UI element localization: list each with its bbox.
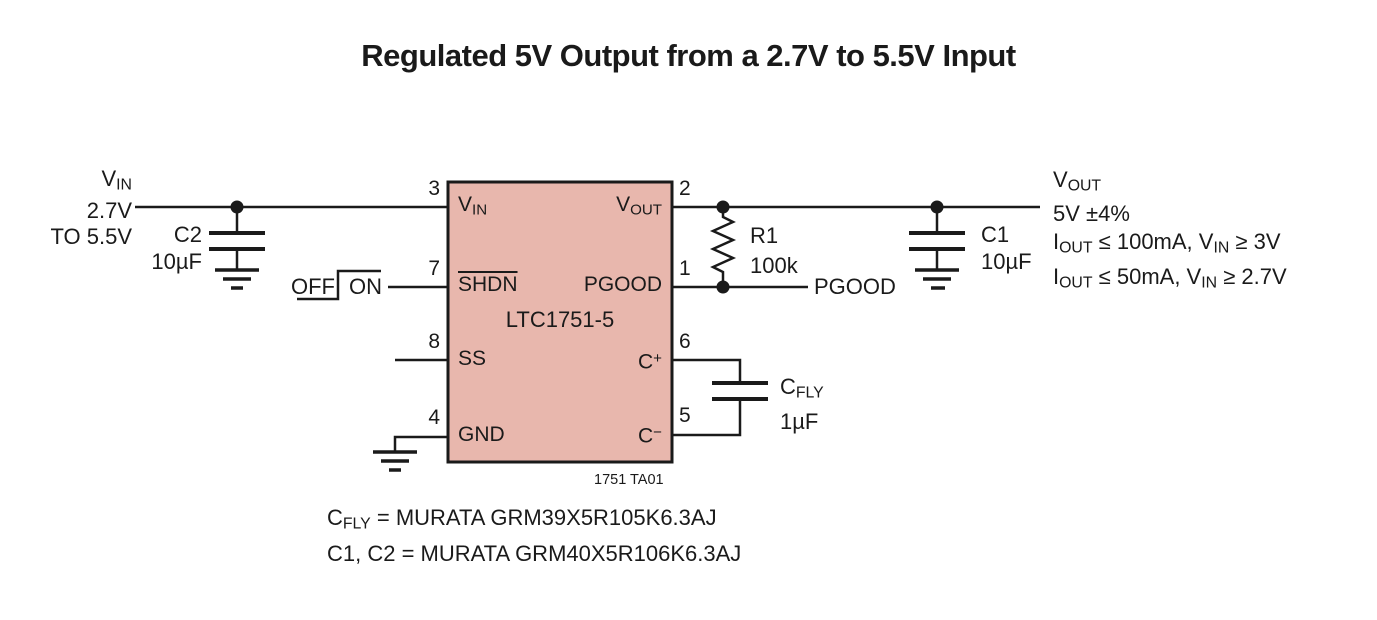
node-dot-vin-c2 (230, 200, 244, 214)
ic-pin-label-gnd: GND (458, 423, 505, 446)
ground-symbol-c2 (215, 268, 259, 290)
ic-pin-label-vout: VOUT (616, 193, 662, 219)
r1-name: R1 (750, 223, 779, 248)
note-c1-c2: C1, C2 = MURATA GRM40X5R106K6.3AJ (327, 541, 742, 567)
cfly-label: CFLY 1µF (780, 372, 824, 436)
note-cfly: CFLY = MURATA GRM39X5R105K6.3AJ (327, 505, 717, 533)
wire-cfly-leads (672, 358, 742, 437)
pin-number-6: 6 (679, 330, 691, 353)
off-label: OFF (291, 274, 335, 299)
vout-tolerance: 5V ±4% (1053, 201, 1130, 227)
capacitor-c2-symbol (209, 231, 265, 251)
node-dot-vout-r1 (716, 200, 730, 214)
on-label: ON (349, 274, 382, 299)
vout-net-name: VOUT (1053, 167, 1102, 195)
node-dot-vout-c1 (930, 200, 944, 214)
c2-value: 10µF (151, 249, 202, 274)
pin-number-3: 3 (428, 177, 440, 200)
cfly-name: CFLY (780, 374, 824, 402)
cfly-value: 1µF (780, 409, 819, 435)
c1-label: C1 10µF (981, 221, 1032, 275)
diagram-title: Regulated 5V Output from a 2.7V to 5.5V … (361, 38, 1016, 73)
vin-source-label: VIN 2.7V TO 5.5V (28, 166, 132, 250)
vin-source-name: VIN (101, 166, 132, 194)
ic-pin-label-shdn: SHDN (458, 273, 518, 296)
vin-source-range-1: 2.7V (86, 198, 132, 224)
capacitor-c1-symbol (909, 231, 965, 251)
vout-label-block: VOUT 5V ±4% IOUT ≤ 100mA, VIN ≥ 3V IOUT … (1053, 166, 1287, 297)
capacitor-cfly-symbol (712, 381, 768, 401)
c1-name: C1 (981, 222, 1010, 247)
ic-pin-label-cplus: C+ (638, 350, 662, 374)
component-notes: CFLY = MURATA GRM39X5R105K6.3AJ C1, C2 =… (327, 503, 741, 569)
pin-number-7: 7 (428, 257, 440, 280)
r1-label: R1 100k (750, 221, 798, 281)
ground-symbol-c1 (915, 268, 959, 290)
figure-reference: 1751 TA01 (594, 472, 664, 488)
pin-number-5: 5 (679, 404, 691, 427)
pin-number-2: 2 (679, 177, 691, 200)
ic-pin-label-pgood: PGOOD (583, 273, 662, 296)
vin-source-range-2: TO 5.5V (50, 224, 132, 250)
ground-symbol-gnd-pin (373, 450, 417, 472)
offon-label: OFF ON (291, 274, 382, 300)
wire-gnd (393, 435, 448, 452)
r1-value: 100k (750, 253, 798, 278)
pin-number-4: 4 (428, 406, 440, 429)
ic-pin-label-vin: VIN (458, 193, 488, 219)
net-label-pgood: PGOOD (814, 274, 896, 299)
node-dot-pgood-r1 (716, 280, 730, 294)
ic-part-number: LTC1751-5 (505, 307, 615, 332)
pin-number-1: 1 (679, 257, 691, 280)
vout-spec-1: IOUT ≤ 100mA, VIN ≥ 3V (1053, 229, 1281, 257)
offon-step-symbol (297, 269, 381, 301)
vout-spec-2: IOUT ≤ 50mA, VIN ≥ 2.7V (1053, 263, 1287, 292)
resistor-r1-symbol (709, 207, 737, 287)
c2-label: C2 10µF (118, 221, 202, 275)
pin-number-8: 8 (428, 330, 440, 353)
ic-body (446, 180, 674, 464)
ic-pin-label-ss: SS (458, 347, 487, 370)
ic-pin-label-cminus: C− (638, 424, 662, 448)
c1-value: 10µF (981, 249, 1032, 274)
c2-name: C2 (173, 222, 202, 247)
